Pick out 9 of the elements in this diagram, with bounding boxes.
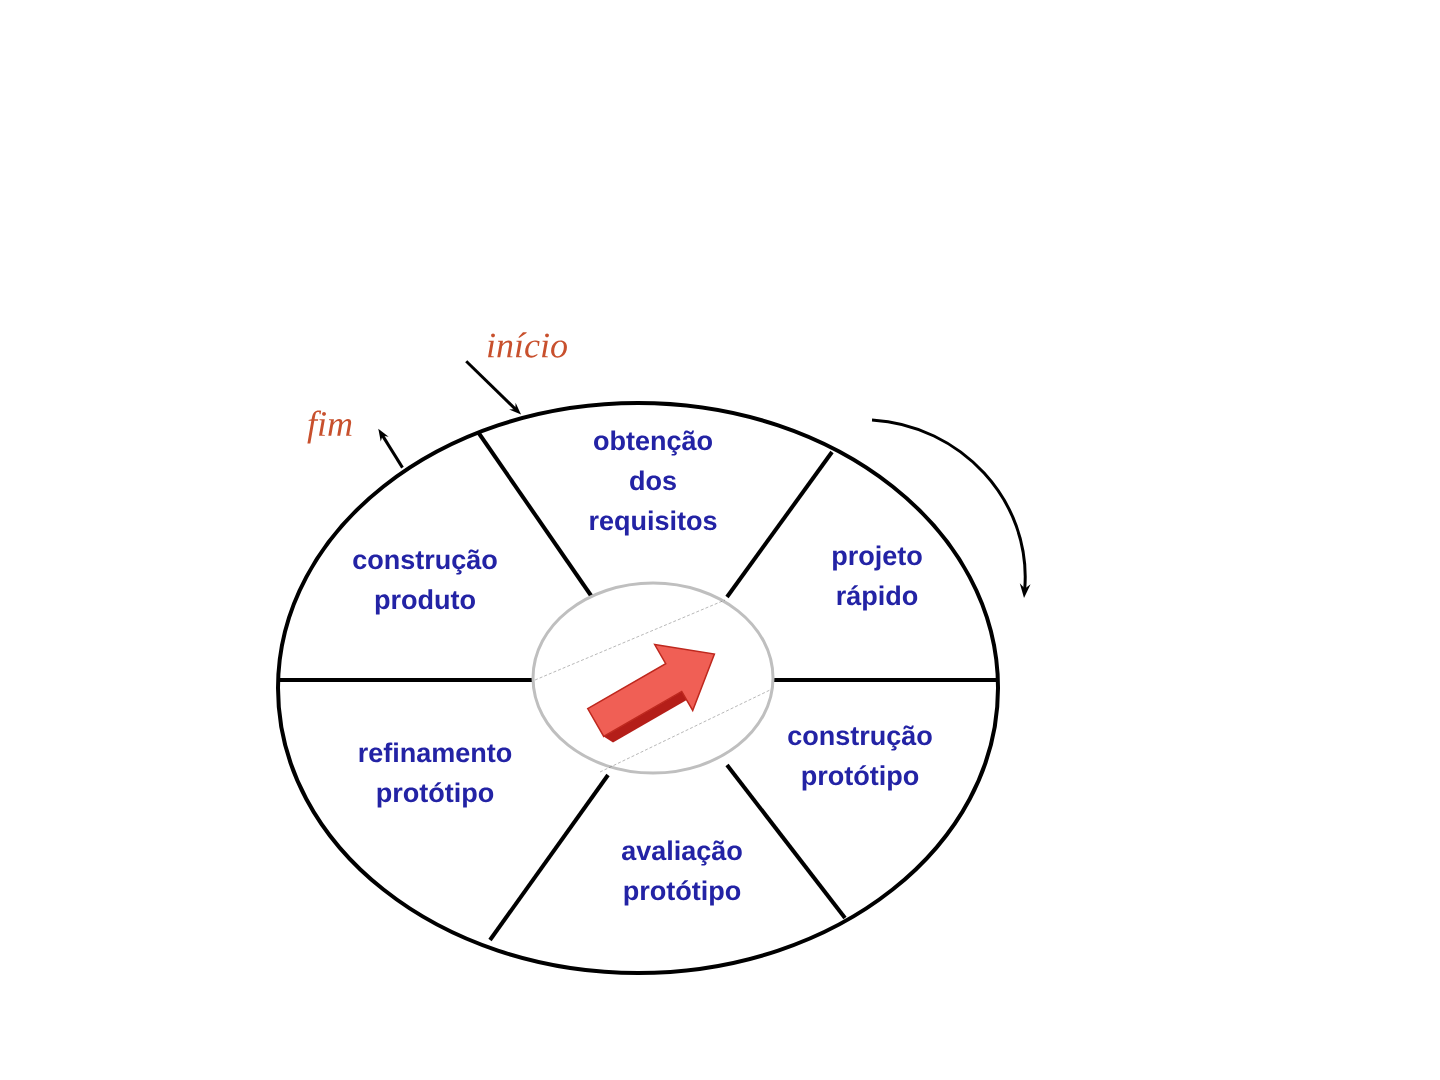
wheel-outline bbox=[276, 401, 1000, 975]
phase-label: avaliação protótipo bbox=[622, 840, 742, 906]
start-end-label: início bbox=[488, 332, 567, 358]
phase-label: construção protótipo bbox=[788, 725, 932, 791]
phase-label: construção produto bbox=[353, 549, 497, 615]
phase-label: refinamento protótipo bbox=[359, 742, 512, 808]
phase-label: obtenção dos requisitos bbox=[590, 430, 717, 536]
start-end-label: fim bbox=[307, 410, 352, 444]
phase-label: projeto rápido bbox=[833, 545, 922, 611]
